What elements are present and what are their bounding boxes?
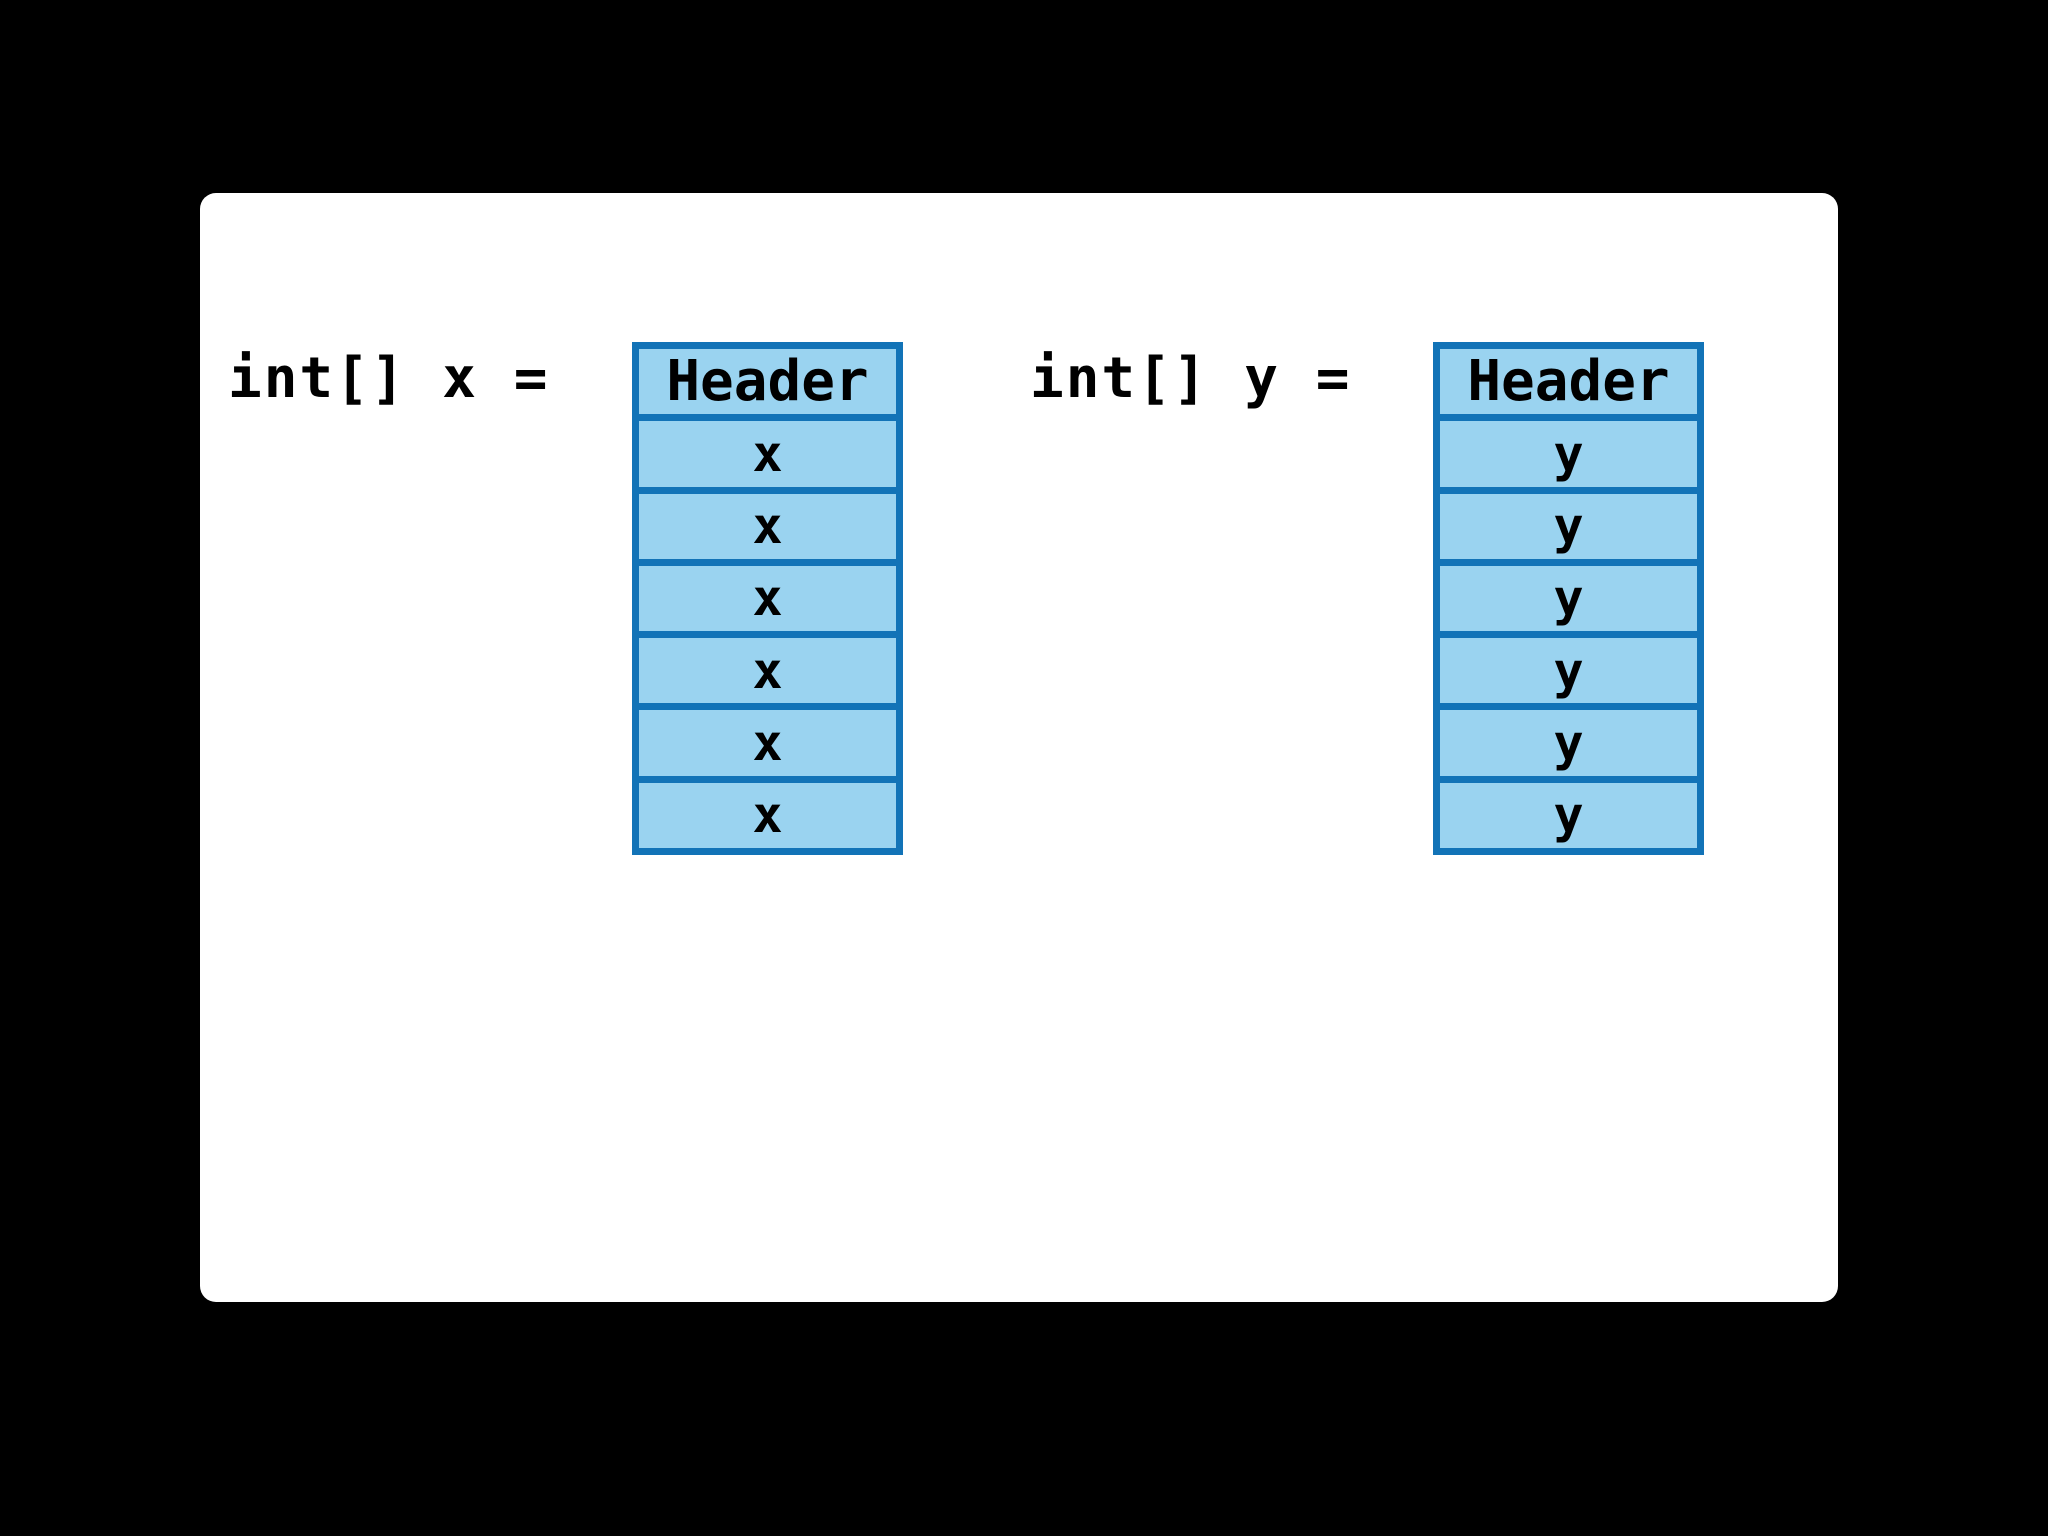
array-x-declaration: int[] x = <box>228 346 550 411</box>
array-x-cell-0: x <box>639 421 896 487</box>
array-y-cell-2: y <box>1440 565 1697 632</box>
array-y-cell-4: y <box>1440 710 1697 776</box>
array-y-cell-0: y <box>1440 421 1697 487</box>
array-x-cell-4: x <box>639 710 896 776</box>
slide-panel: int[] x = Header x x x x x x int[] y = H… <box>200 193 1838 1302</box>
array-x-cell-5: x <box>639 782 896 848</box>
array-y-header-cell: Header <box>1440 349 1697 415</box>
array-x-cell-1: x <box>639 493 896 559</box>
array-x-header-cell: Header <box>639 349 896 415</box>
array-y-cell-3: y <box>1440 638 1697 704</box>
array-x-cell-3: x <box>639 638 896 704</box>
array-y-cell-5: y <box>1440 782 1697 848</box>
array-y-memory-table: Header y y y y y y <box>1433 342 1704 855</box>
array-x-memory-table: Header x x x x x x <box>632 342 903 855</box>
array-y-declaration: int[] y = <box>1030 346 1352 411</box>
array-y-cell-1: y <box>1440 493 1697 559</box>
array-x-cell-2: x <box>639 565 896 632</box>
